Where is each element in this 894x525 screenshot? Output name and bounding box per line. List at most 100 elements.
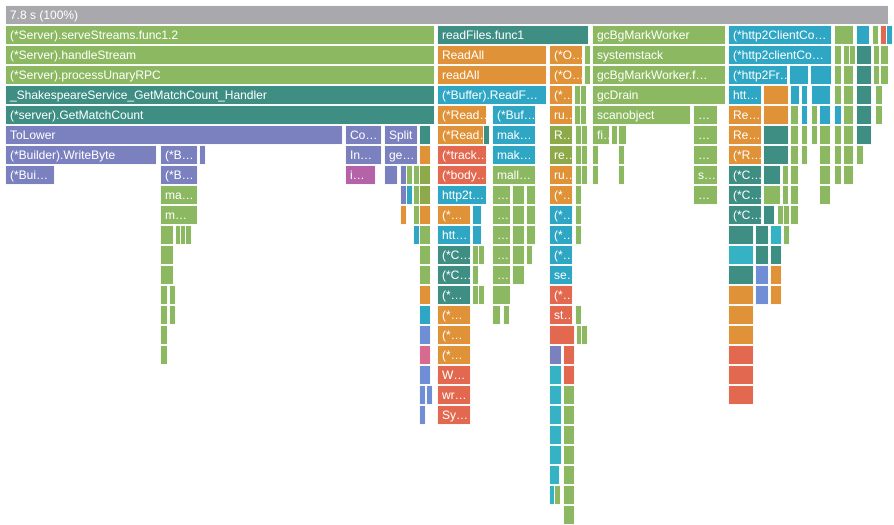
frame-block[interactable]	[873, 45, 880, 65]
frame-c[interactable]: (*C…	[437, 265, 471, 285]
frame-w[interactable]: W…	[437, 365, 471, 385]
frame-block[interactable]	[782, 165, 789, 185]
frame-block[interactable]	[728, 365, 754, 385]
frame-http2clientco[interactable]: (*http2ClientCo…	[728, 25, 832, 45]
frame-st[interactable]: st…	[549, 305, 573, 325]
frame-block[interactable]	[419, 265, 431, 285]
frame-block[interactable]	[782, 185, 789, 205]
frame-block[interactable]	[770, 225, 782, 245]
frame-block[interactable]	[426, 385, 433, 405]
frame-wr[interactable]: wr…	[437, 385, 471, 405]
frame-block[interactable]	[549, 465, 560, 485]
frame-block[interactable]	[492, 305, 501, 325]
frame-block[interactable]	[419, 365, 431, 385]
frame-b[interactable]: (*B…	[160, 145, 198, 165]
frame-[interactable]: (*…	[437, 305, 471, 325]
frame-block[interactable]: …	[492, 205, 511, 225]
frame-c[interactable]: (*C…	[728, 205, 762, 225]
frame-block[interactable]	[834, 65, 842, 85]
frame-block[interactable]	[819, 125, 831, 145]
frame-block[interactable]	[419, 305, 431, 325]
frame-block[interactable]	[419, 405, 426, 425]
frame-block[interactable]	[472, 225, 482, 245]
frame-block[interactable]	[789, 65, 809, 85]
frame-gcdrain[interactable]: gcDrain	[592, 85, 726, 105]
frame-block[interactable]	[873, 65, 880, 85]
frame-block[interactable]	[790, 185, 799, 205]
frame-block[interactable]	[478, 285, 485, 305]
frame-block[interactable]	[575, 185, 582, 205]
frame-ge[interactable]: ge…	[384, 145, 418, 165]
frame-block[interactable]	[843, 165, 854, 185]
frame-block[interactable]	[419, 385, 426, 405]
frame-c[interactable]: (*C…	[728, 185, 762, 205]
frame-block[interactable]	[563, 385, 575, 405]
frame-block[interactable]	[834, 125, 842, 145]
frame-block[interactable]	[819, 165, 831, 185]
frame-block[interactable]	[843, 65, 854, 85]
frame-block[interactable]	[549, 425, 562, 445]
frame-block[interactable]	[526, 225, 536, 245]
frame-http2clientco[interactable]: (*http2clientCo…	[728, 45, 832, 65]
frame-[interactable]: (*…	[549, 85, 573, 105]
frame-block[interactable]	[834, 145, 842, 165]
frame-block[interactable]	[856, 25, 870, 45]
frame-block[interactable]	[419, 245, 431, 265]
frame-re[interactable]: Re…	[728, 105, 762, 125]
frame-block[interactable]	[575, 225, 582, 245]
frame-block[interactable]: …	[693, 125, 718, 145]
frame-gcbgmarkworker-f[interactable]: gcBgMarkWorker.f…	[592, 65, 726, 85]
frame-block[interactable]	[790, 205, 799, 225]
frame-block[interactable]	[160, 265, 174, 285]
frame-block[interactable]	[611, 125, 618, 145]
frame-ma[interactable]: ma…	[160, 185, 198, 205]
frame-block[interactable]	[728, 305, 754, 325]
frame-sy[interactable]: Sy…	[437, 405, 471, 425]
frame-se[interactable]: se…	[549, 265, 573, 285]
frame-block[interactable]	[581, 165, 588, 185]
frame-re[interactable]: Re…	[728, 125, 762, 145]
frame-block[interactable]	[728, 285, 754, 305]
frame-block[interactable]	[512, 225, 525, 245]
frame-tolower[interactable]: ToLower	[5, 125, 343, 145]
frame-builder-writebyte[interactable]: (*Builder).WriteByte	[5, 145, 157, 165]
frame-c[interactable]: (*C…	[437, 245, 471, 265]
frame-block[interactable]: …	[693, 145, 718, 165]
frame-[interactable]: (*…	[549, 185, 573, 205]
frame-block[interactable]	[880, 45, 889, 65]
frame-[interactable]: (*…	[437, 205, 471, 225]
frame-block[interactable]	[512, 205, 525, 225]
frame-read[interactable]: (*Read…	[437, 125, 487, 145]
frame-[interactable]: (*…	[549, 285, 573, 305]
frame-block[interactable]	[770, 265, 782, 285]
frame-block[interactable]	[763, 205, 775, 225]
frame-block[interactable]	[856, 45, 872, 65]
frame-block[interactable]	[549, 405, 562, 425]
frame-block[interactable]	[419, 165, 431, 185]
frame-block[interactable]	[584, 65, 591, 85]
frame-block[interactable]	[554, 485, 561, 505]
frame-block[interactable]	[526, 245, 533, 265]
frame-block[interactable]	[875, 85, 883, 105]
frame-block[interactable]	[872, 25, 879, 45]
frame-block[interactable]	[575, 205, 582, 225]
frame-body[interactable]: (*body…	[437, 165, 487, 185]
frame-mall[interactable]: mall…	[492, 165, 536, 185]
frame-buf[interactable]: (*Buf…	[492, 105, 536, 125]
frame-block[interactable]	[419, 325, 431, 345]
frame-block[interactable]	[472, 205, 482, 225]
frame-block[interactable]	[819, 105, 831, 125]
frame-bui[interactable]: (*Bui…	[5, 165, 55, 185]
frame-m[interactable]: m…	[160, 205, 198, 225]
frame-block[interactable]	[843, 145, 854, 165]
frame-block[interactable]	[160, 285, 168, 305]
frame-block[interactable]	[834, 45, 842, 65]
frame-block[interactable]	[834, 85, 842, 105]
frame-block[interactable]	[843, 85, 854, 105]
frame-mak[interactable]: mak…	[492, 145, 536, 165]
frame-block[interactable]	[592, 165, 599, 185]
frame-block[interactable]	[419, 225, 431, 245]
frame-block[interactable]	[563, 405, 575, 425]
frame-gcbgmarkworker[interactable]: gcBgMarkWorker	[592, 25, 726, 45]
frame-s[interactable]: s…	[693, 165, 718, 185]
